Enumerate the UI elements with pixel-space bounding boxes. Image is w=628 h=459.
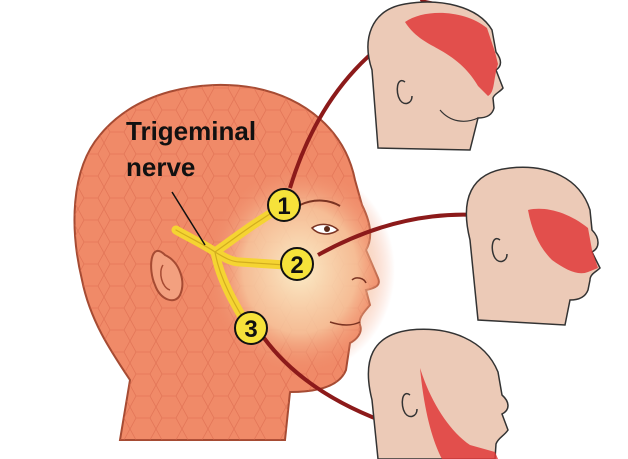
badge-number: 1 bbox=[277, 193, 290, 220]
badge-circle bbox=[280, 247, 314, 281]
branch-badge-2: 2 bbox=[280, 247, 314, 281]
badge-circle bbox=[234, 311, 268, 345]
badge-circle bbox=[267, 188, 301, 222]
inset-2-head bbox=[465, 166, 601, 326]
branch-badge-1: 1 bbox=[267, 188, 301, 222]
inset-head-mandibular bbox=[367, 328, 509, 459]
pupil bbox=[324, 226, 330, 232]
title-line-2: nerve bbox=[126, 152, 195, 182]
eyebrow bbox=[299, 199, 341, 207]
title-line-1: Trigeminal bbox=[126, 116, 256, 146]
ear bbox=[150, 250, 184, 302]
inset-3-ear bbox=[401, 392, 418, 418]
nostril bbox=[351, 277, 367, 284]
mouth bbox=[329, 321, 361, 326]
ear-inner bbox=[160, 264, 171, 291]
inset-1-ear bbox=[396, 79, 413, 105]
inset-3-head bbox=[367, 328, 509, 459]
inset-head-maxillary bbox=[465, 166, 601, 326]
label-leader-line bbox=[171, 191, 206, 246]
branch-badge-3: 3 bbox=[234, 311, 268, 345]
inset-1-jaw bbox=[439, 109, 479, 122]
inset-1-highlight bbox=[405, 12, 498, 96]
badge-number: 2 bbox=[290, 252, 303, 279]
inset-2-highlight bbox=[528, 208, 598, 274]
inset-2-ear bbox=[491, 237, 508, 263]
inset-3-highlight bbox=[420, 368, 498, 459]
inset-head-ophthalmic bbox=[367, 1, 504, 151]
badge-number: 3 bbox=[244, 316, 257, 343]
